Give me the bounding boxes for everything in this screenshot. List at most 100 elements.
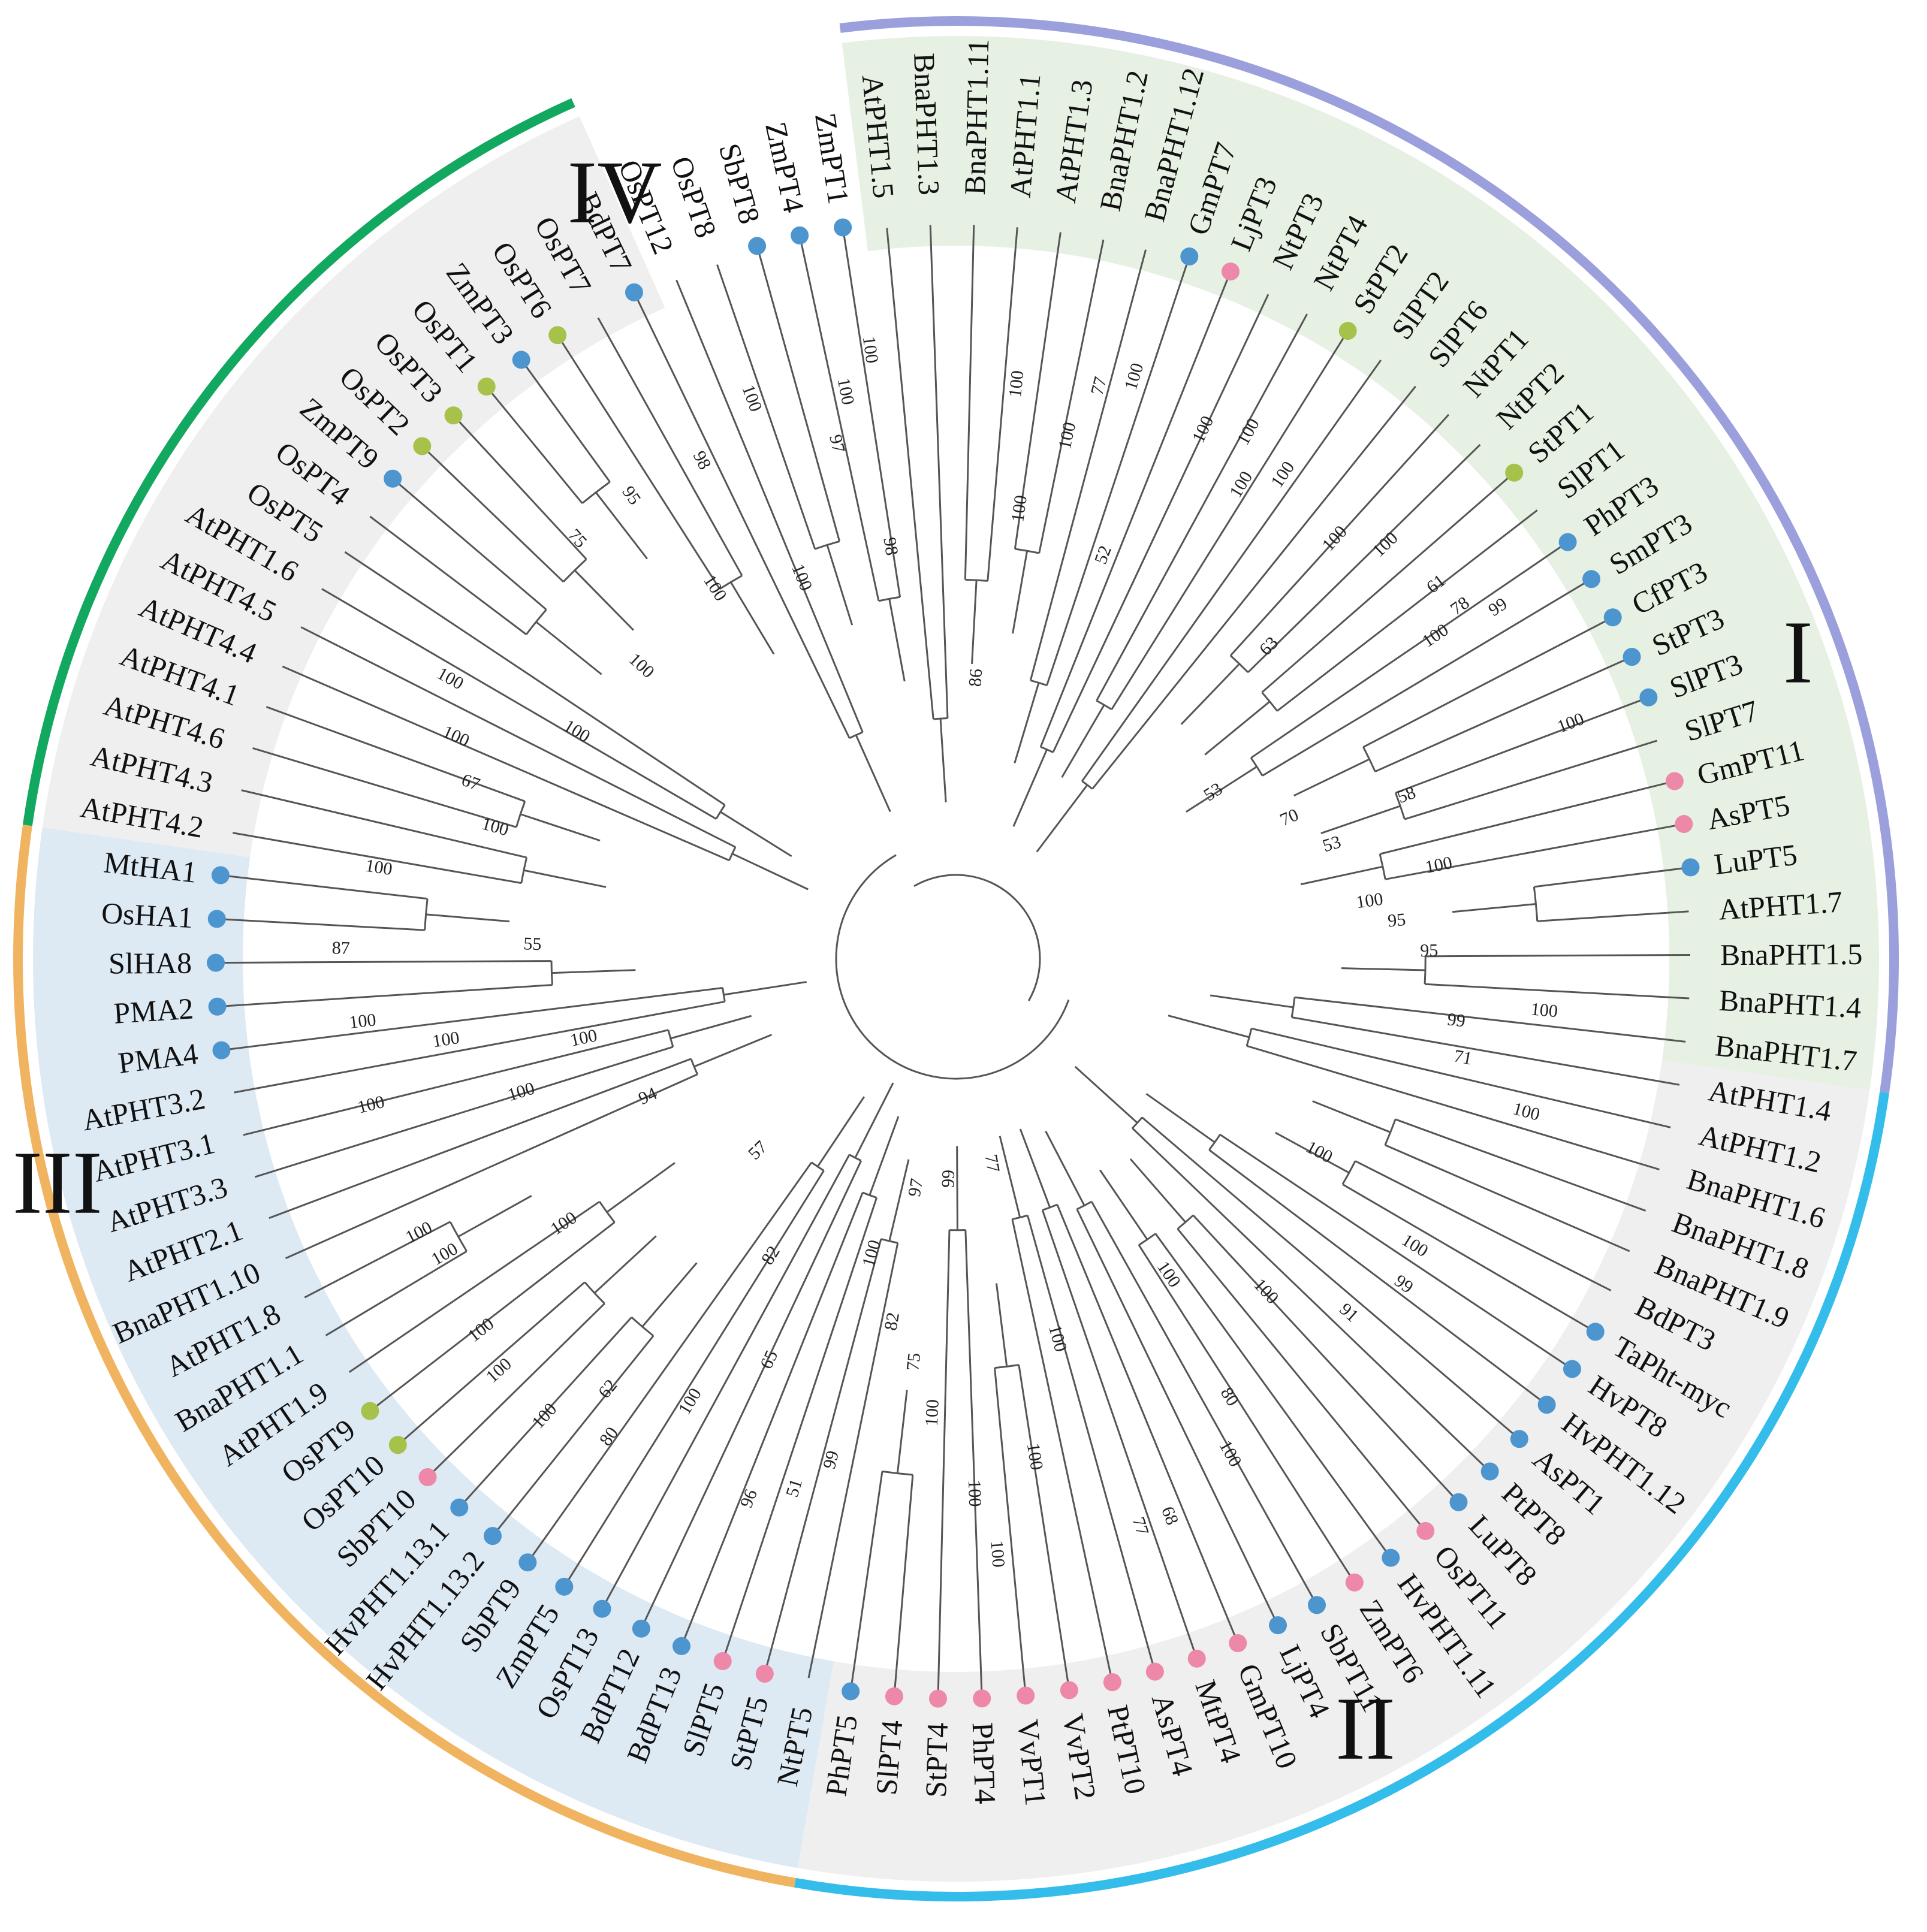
branch-stem <box>896 1390 908 1474</box>
leaf-marker-blue <box>1681 858 1700 877</box>
leaf-branch <box>402 1281 586 1442</box>
branch-stem <box>888 599 906 682</box>
bootstrap-value: 86 <box>965 668 986 687</box>
branch-segment <box>679 1161 813 1349</box>
branch-segment <box>766 409 816 550</box>
leaf-branch <box>800 241 829 367</box>
bootstrap-value: 100 <box>1511 1098 1542 1125</box>
branch-stem <box>1186 766 1257 813</box>
leaf-branch <box>348 1283 480 1373</box>
bootstrap-value: 68 <box>1157 1504 1183 1528</box>
branch-arc <box>1012 1214 1028 1221</box>
bootstrap-value: 97 <box>825 433 849 455</box>
bootstrap-value: 100 <box>364 856 394 880</box>
branch-segment <box>1046 475 1118 686</box>
branch-segment <box>1011 1219 1020 1251</box>
bootstrap-value: 77 <box>981 1153 1003 1174</box>
leaf-branch <box>560 339 721 590</box>
leaf-branch <box>1349 509 1538 656</box>
bootstrap-value: 100 <box>1226 468 1256 502</box>
branch-segment <box>478 1200 601 1285</box>
leaf-marker-blue <box>1269 1616 1287 1635</box>
leaf-label: VvPT1 <box>1011 1718 1053 1807</box>
leaf-branch <box>1485 1018 1686 1043</box>
branch-segment <box>743 1192 864 1489</box>
branch-segment <box>445 699 736 848</box>
bootstrap-value: 57 <box>744 1137 771 1164</box>
leaf-branch <box>1385 824 1678 880</box>
bootstrap-value: 100 <box>922 1399 943 1427</box>
leaf-branch <box>325 1287 407 1336</box>
bootstrap-value: 100 <box>505 1078 537 1105</box>
leaf-branch <box>496 1385 614 1532</box>
leaf-branch <box>1000 1432 1026 1690</box>
leaf-marker-pink <box>928 1689 947 1708</box>
bootstrap-value: 65 <box>756 1347 782 1372</box>
branch-segment <box>348 889 428 900</box>
branch-stem <box>868 1116 900 1196</box>
branch-arc <box>880 1238 898 1244</box>
branch-stem <box>1099 1169 1148 1240</box>
branch-segment <box>586 449 611 483</box>
leaf-branch <box>723 1197 878 1656</box>
bootstrap-value: 99 <box>938 1169 958 1188</box>
branch-segment <box>1038 479 1056 554</box>
leaf-branch <box>851 1471 883 1686</box>
leaf-marker-blue <box>1586 1323 1605 1341</box>
leaf-branch <box>1053 239 1105 479</box>
branch-stem <box>720 811 792 858</box>
leaf-marker-green <box>1338 322 1357 340</box>
tree-branches <box>222 225 1690 1693</box>
leaf-branch <box>937 1404 946 1693</box>
leaf-branch <box>1344 1049 1671 1128</box>
leaf-branch <box>604 1181 836 1604</box>
leaf-branch <box>266 706 526 802</box>
leaf-marker-blue <box>518 1553 537 1572</box>
bootstrap-value: 80 <box>1217 1384 1243 1409</box>
leaf-branch <box>1291 1016 1680 1086</box>
branch-segment <box>1294 996 1485 1020</box>
leaf-branch <box>1096 313 1308 701</box>
leaf-marker-pink <box>1060 1681 1078 1699</box>
branch-stem <box>1036 784 1088 853</box>
bootstrap-value: 71 <box>1452 1046 1474 1068</box>
leaf-marker-green <box>1505 463 1524 482</box>
leaf-branch <box>1052 294 1269 753</box>
leaf-marker-blue <box>791 226 809 244</box>
leaf-marker-pink <box>1345 1573 1364 1592</box>
leaf-branch <box>524 364 587 451</box>
leaf-branch <box>894 1511 911 1691</box>
leaf-marker-blue <box>384 469 402 488</box>
leaf-branch <box>232 832 475 876</box>
leaf-branch <box>1335 1368 1455 1499</box>
bootstrap-value: 100 <box>1008 494 1031 523</box>
leaf-branch <box>462 1317 632 1504</box>
branch-stem <box>731 853 809 890</box>
bootstrap-value: 100 <box>1555 709 1587 737</box>
branch-stem <box>999 1136 1021 1218</box>
branch-stem <box>1312 1100 1391 1133</box>
bootstrap-value: 75 <box>903 1352 924 1372</box>
leaf-branch <box>1362 619 1608 748</box>
leaf-branch <box>1342 1183 1591 1330</box>
branch-stem <box>1300 865 1383 886</box>
leaf-branch <box>530 1347 681 1558</box>
bootstrap-value: 52 <box>1091 543 1115 566</box>
leaf-branch <box>304 1221 451 1299</box>
branch-stem <box>888 1159 910 1242</box>
leaf-branch <box>1068 1287 1196 1653</box>
leaf-label: SlPT4 <box>869 1719 909 1796</box>
leaf-branch <box>1014 232 1061 550</box>
branch-segment <box>944 1230 951 1405</box>
bootstrap-value: 100 <box>1055 421 1080 451</box>
leaf-marker-pink <box>755 1665 774 1683</box>
branch-segment <box>1090 1201 1172 1344</box>
branch-stem <box>523 869 607 888</box>
leaf-marker-blue <box>512 351 530 369</box>
branch-segment <box>591 1303 605 1317</box>
leaf-label: BnaPHT1.4 <box>1718 983 1862 1025</box>
leaf-marker-pink <box>1416 1522 1435 1540</box>
leaf-marker-pink <box>1187 1649 1206 1668</box>
leaf-branch <box>597 317 695 490</box>
